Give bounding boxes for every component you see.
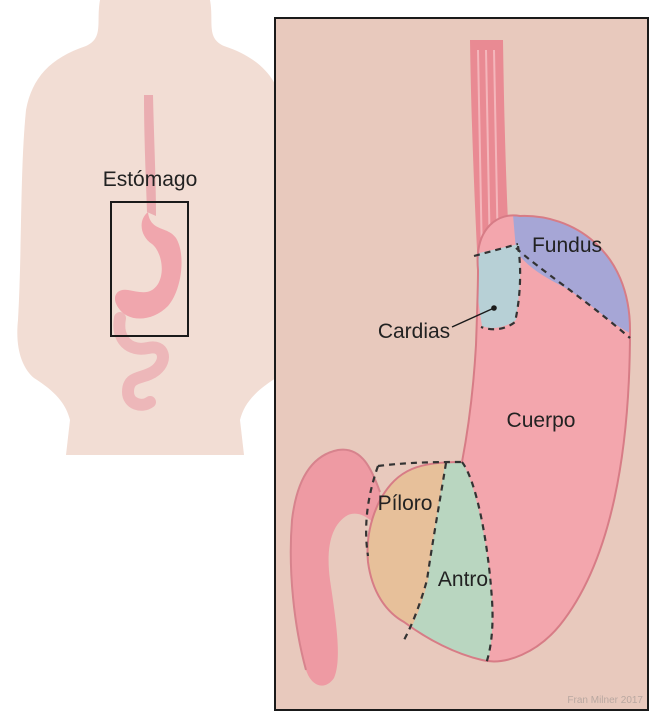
cardias-label: Cardias bbox=[378, 320, 450, 343]
antro-label: Antro bbox=[438, 568, 488, 591]
cardias-leader-dot bbox=[491, 305, 497, 311]
cuerpo-label: Cuerpo bbox=[507, 409, 576, 432]
body-overview: Estómago bbox=[17, 0, 292, 455]
credit-text: Fran Milner 2017 bbox=[567, 695, 643, 706]
piloro-label: Píloro bbox=[378, 492, 433, 515]
estomago-label: Estómago bbox=[103, 168, 198, 191]
detail-panel: Fundus Cardias Cuerpo Píloro Antro Fran … bbox=[275, 18, 650, 710]
fundus-label: Fundus bbox=[532, 234, 602, 257]
